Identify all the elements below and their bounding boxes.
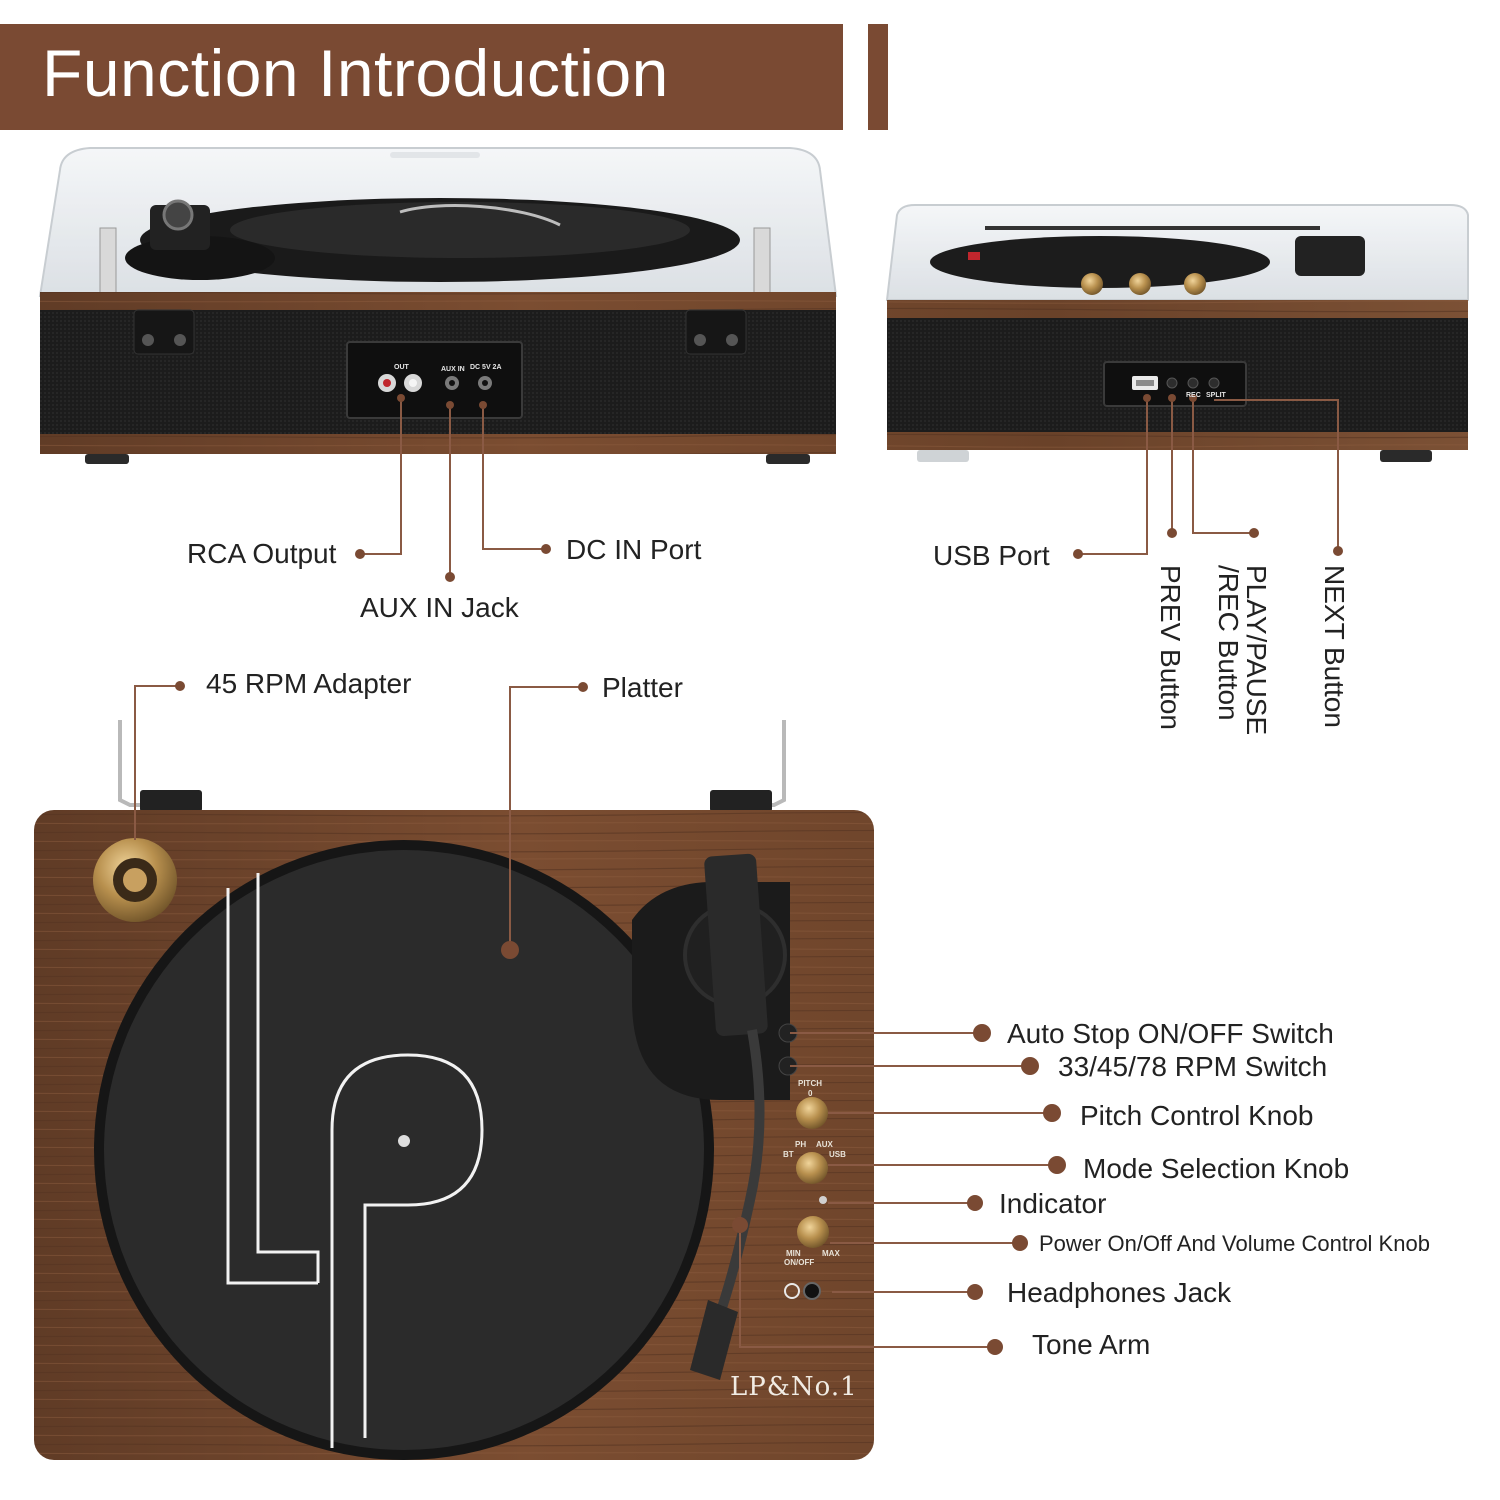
callout-headphones-jack: Headphones Jack [1007, 1277, 1232, 1308]
rear-dc-label: DC 5V 2A [470, 364, 502, 371]
callout-next-button: NEXT Button [1319, 565, 1350, 728]
callout-usb-port: USB Port [933, 540, 1050, 571]
mode-bt-label: BT [783, 1150, 794, 1159]
volume-on-off-label: ON/OFF [784, 1258, 815, 1267]
front-view-turntable [885, 204, 1469, 462]
leader-lines [134, 398, 1339, 1348]
volume-knob [797, 1216, 829, 1248]
leader-dots [175, 394, 1343, 1355]
callout-aux-in-jack: AUX IN Jack [360, 592, 519, 623]
callout-mode-selection-knob: Mode Selection Knob [1083, 1153, 1350, 1184]
callout-platter: Platter [602, 672, 683, 703]
callout-prev-button: PREV Button [1155, 565, 1186, 730]
callout-tone-arm: Tone Arm [1032, 1329, 1151, 1360]
callout-play-pause-line1: PLAY/PAUSE [1241, 565, 1272, 736]
top-view-turntable [34, 720, 874, 1460]
rear-view-turntable [38, 147, 838, 464]
callout-45-rpm-adapter: 45 RPM Adapter [206, 668, 412, 699]
pitch-zero-label: 0 [808, 1089, 813, 1098]
title-banner-tab [868, 24, 888, 130]
mode-ph-label: PH [795, 1140, 807, 1149]
front-rec-label: REC [1186, 392, 1201, 399]
callout-indicator: Indicator [999, 1188, 1107, 1219]
indicator-led [819, 1196, 827, 1204]
callout-play-pause-line2: /REC Button [1213, 565, 1244, 721]
callout-auto-stop-switch: Auto Stop ON/OFF Switch [1007, 1018, 1334, 1049]
callout-play-pause-rec-button: PLAY/PAUSE /REC Button [1213, 565, 1272, 736]
mode-aux-label: AUX [816, 1140, 833, 1149]
rpm-adapter-piece [93, 838, 177, 922]
pitch-label: PITCH [798, 1079, 822, 1088]
volume-min-label: MIN [786, 1249, 801, 1258]
callout-power-volume-knob: Power On/Off And Volume Control Knob [1039, 1231, 1430, 1256]
rear-out-label: OUT [394, 364, 409, 371]
mode-usb-label: USB [829, 1150, 846, 1159]
title-banner [0, 24, 843, 130]
callout-pitch-control-knob: Pitch Control Knob [1080, 1100, 1314, 1131]
pitch-knob [796, 1097, 828, 1129]
volume-max-label: MAX [822, 1249, 840, 1258]
mode-knob [796, 1152, 828, 1184]
callout-dc-in-port: DC IN Port [566, 534, 702, 565]
front-split-label: SPLIT [1206, 392, 1226, 399]
brand-logo: LP&No.1 [730, 1372, 858, 1402]
callout-rpm-switch: 33/45/78 RPM Switch [1058, 1051, 1328, 1082]
page-title: Function Introduction [42, 36, 669, 110]
rear-aux-in-label: AUX IN [441, 366, 465, 373]
callout-rca-output: RCA Output [187, 538, 337, 569]
